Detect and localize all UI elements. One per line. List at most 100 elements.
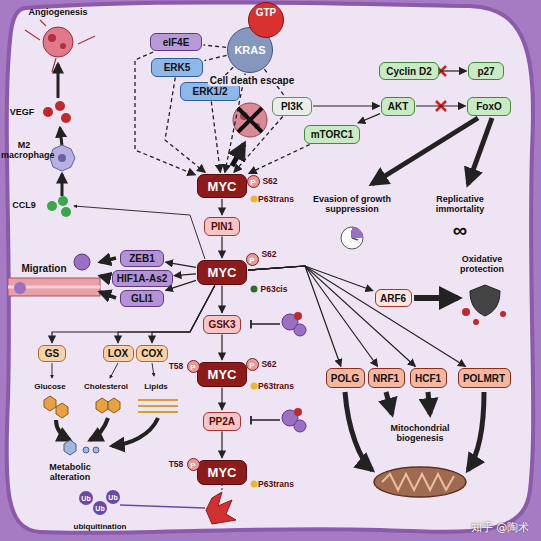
metabolite-label: Glucose	[34, 382, 66, 391]
node-text: HIF1A-As2	[117, 273, 168, 284]
connector-arrow	[358, 114, 380, 123]
connector-arrow	[52, 286, 215, 344]
protein-box: ARF6	[375, 289, 412, 307]
node-text: eIF4E	[163, 37, 190, 48]
phospho-circle: P	[187, 360, 200, 373]
protein-box: NRF1	[368, 368, 405, 388]
connector-arrow	[221, 335, 222, 361]
process-label: Angiogenesis	[28, 7, 87, 17]
connector-arrow	[248, 266, 341, 367]
protein-box: AKT	[381, 97, 415, 116]
protein-box: POLG	[326, 368, 365, 388]
signal-label: CCL9	[12, 200, 36, 210]
infinity-symbol: ∞	[453, 219, 467, 242]
node-text: AKT	[388, 101, 409, 112]
protein-box: GSK3	[203, 315, 241, 334]
protein-box: p27	[468, 62, 504, 80]
protein-box: Cyclin D2	[379, 62, 439, 80]
metabolite-label: Lipids	[144, 382, 168, 391]
outcome-label: Metabolic alteration	[40, 462, 100, 483]
connector-arrow	[249, 145, 310, 174]
node-text: NRF1	[373, 373, 399, 384]
site-label: T58	[169, 459, 184, 469]
site-label: T58	[169, 361, 184, 371]
protein-box: POLMRT	[458, 368, 511, 388]
connector-arrow	[166, 262, 197, 267]
connector-arrow	[211, 102, 220, 173]
protein-box: PP2A	[203, 412, 241, 431]
protein-box: PIN1	[204, 217, 240, 236]
site-label: P63cis	[261, 284, 288, 294]
connector-arrow	[221, 388, 222, 411]
connector-arrow	[221, 199, 222, 215]
node-text: HCF1	[415, 373, 441, 384]
protein-box: HCF1	[410, 368, 447, 388]
ubiquitin-label: Ub	[108, 494, 117, 501]
enzyme-box: COX	[136, 345, 168, 362]
outcome-label: Oxidative protection	[447, 254, 517, 275]
site-label: S62	[262, 176, 277, 186]
node-text: ZEB1	[129, 253, 155, 264]
node-text: FoxO	[476, 101, 502, 112]
connector-arrow	[221, 286, 222, 314]
node-text: ERK5	[164, 62, 191, 73]
node-text: POLG	[331, 373, 359, 384]
site-label: P63trans	[258, 479, 294, 489]
phospho-circle: P	[247, 175, 260, 188]
site-label: S62	[261, 359, 276, 369]
node-text: MYC	[208, 367, 237, 382]
node-text: COX	[141, 348, 163, 359]
site-label: P63trans	[258, 194, 294, 204]
myc-box: MYC	[197, 260, 247, 285]
myc-box: MYC	[197, 174, 247, 198]
connector-arrow	[221, 237, 222, 259]
node-text: p27	[477, 66, 494, 77]
protein-box: FoxO	[467, 97, 511, 116]
node-text: MYC	[208, 265, 237, 280]
connector-arrow	[204, 45, 227, 47]
node-text: PI3K	[281, 101, 303, 112]
node-text: PP2A	[209, 416, 235, 427]
node-text: GS	[45, 348, 59, 359]
watermark: 知乎 @陶术	[471, 520, 530, 535]
outcome-label: Replicative immortality	[425, 194, 495, 215]
node-text: GLI1	[131, 293, 153, 304]
outcome-label: Migration	[20, 263, 69, 274]
myc-box: MYC	[197, 460, 247, 485]
node-text: Cyclin D2	[386, 66, 432, 77]
phospho-circle: P	[187, 458, 200, 471]
outcome-label: Mitochondrial biogenesis	[370, 423, 470, 444]
node-text: ARF6	[380, 293, 406, 304]
outcome-label: Evasion of growth suppression	[311, 194, 393, 215]
connector-arrow	[135, 52, 196, 175]
node-text: POLMRT	[463, 373, 505, 384]
ubiquitin-label: Ub	[95, 505, 104, 512]
node-text: LOX	[108, 348, 129, 359]
connector-arrow	[248, 266, 415, 367]
protein-box: ERK5	[151, 58, 203, 77]
connector-arrow	[440, 70, 467, 71]
protein-box: mTORC1	[304, 125, 360, 144]
node-text: GSK3	[208, 319, 235, 330]
protein-box: HIF1A-As2	[112, 270, 173, 287]
enzyme-box: LOX	[103, 345, 134, 362]
connector-arrow	[234, 117, 283, 173]
node-text: MYC	[208, 465, 237, 480]
site-label: S62	[261, 249, 276, 259]
gtp-circle: GTP	[248, 2, 284, 38]
phospho-circle: P	[246, 253, 259, 266]
protein-box: PI3K	[272, 97, 312, 116]
node-text: PIN1	[211, 221, 233, 232]
myc-box: MYC	[197, 362, 247, 387]
ubiquitin-label: Ub	[81, 495, 90, 502]
connector-arrow	[313, 105, 380, 106]
protein-box: ZEB1	[120, 250, 164, 267]
node-text: GTP	[256, 7, 277, 18]
signal-label: VEGF	[10, 107, 35, 117]
cell-label: M2 macrophage	[1, 140, 47, 161]
connector-arrow	[248, 266, 378, 367]
connector-arrow	[248, 266, 466, 367]
phospho-circle: P	[246, 358, 259, 371]
metabolite-label: Cholesterol	[84, 382, 128, 391]
node-text: KRAS	[234, 44, 265, 56]
